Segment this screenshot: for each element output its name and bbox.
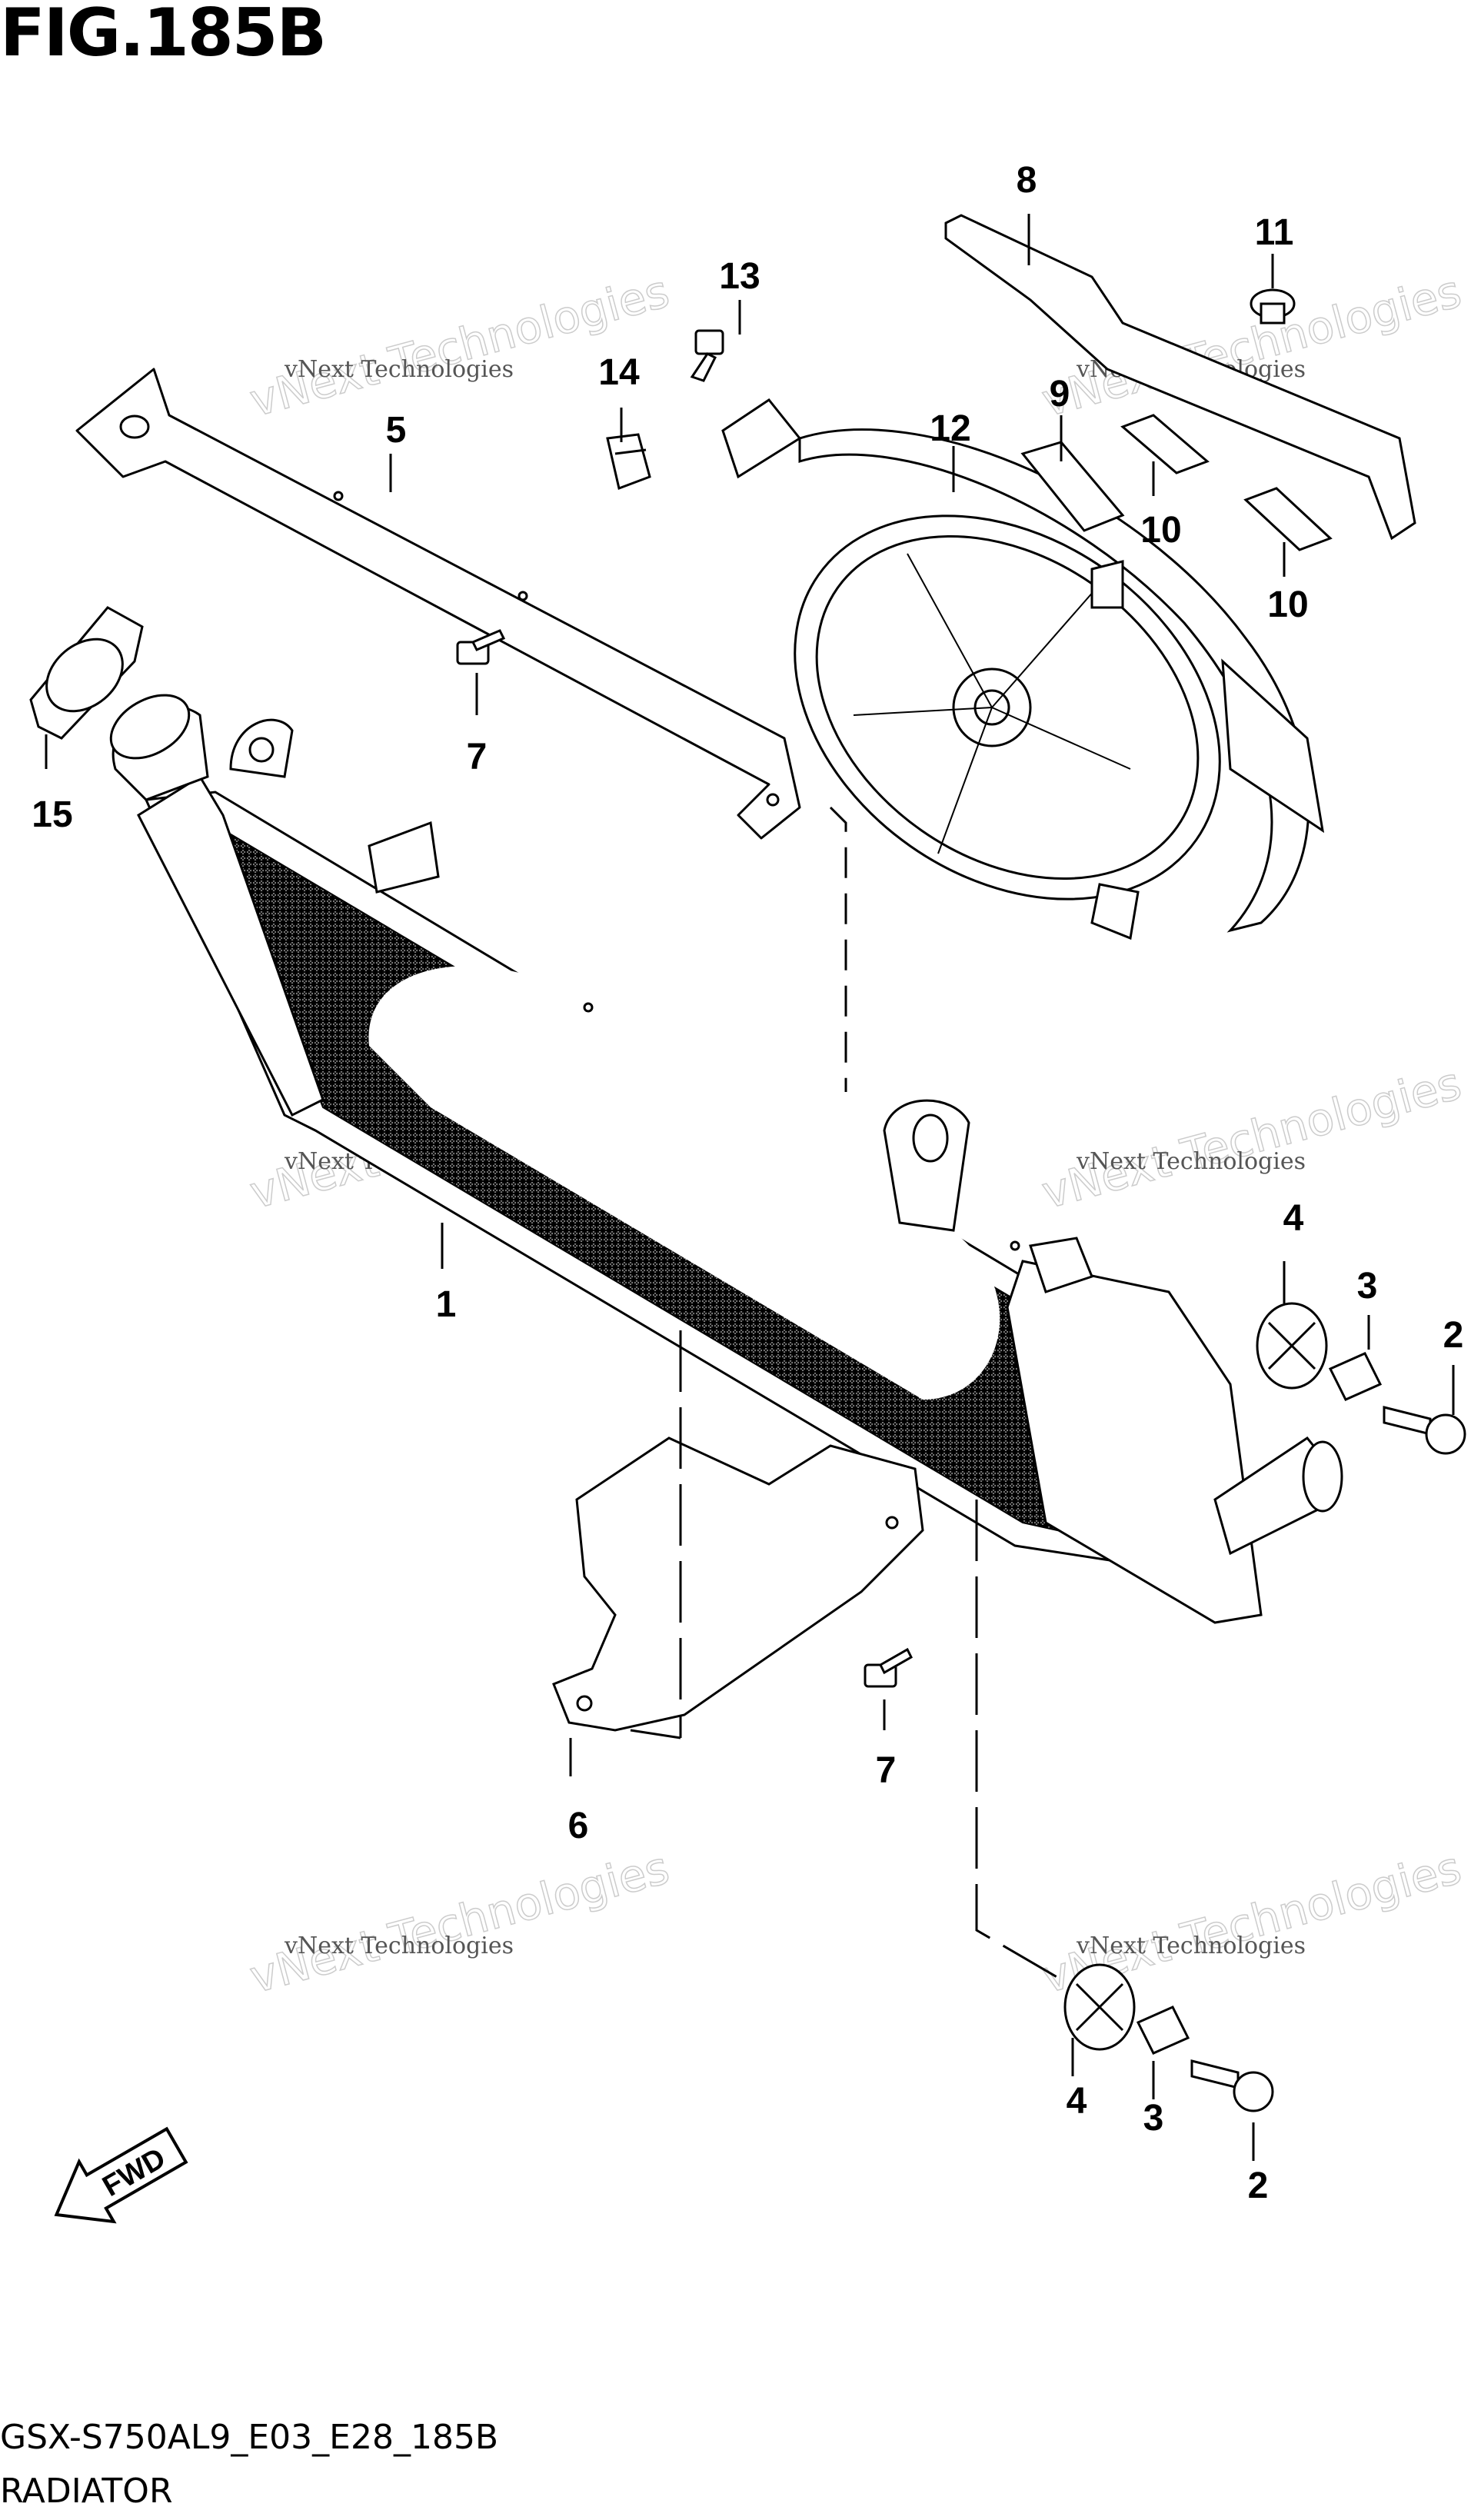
- radiator-core-part[interactable]: [100, 682, 1343, 1624]
- callout-2: 2: [1248, 2165, 1269, 2206]
- rubber-grommet-part[interactable]: [1256, 1302, 1328, 1390]
- callout-4: 4: [1283, 1198, 1304, 1239]
- cooling-fan-part[interactable]: [721, 398, 1325, 978]
- bolt-part[interactable]: [864, 1647, 913, 1688]
- callout-2: 2: [1443, 1315, 1464, 1356]
- radiator-cap-part[interactable]: [29, 606, 144, 740]
- callout-10: 10: [1140, 510, 1181, 551]
- callout-3: 3: [1357, 1266, 1378, 1307]
- collar-part[interactable]: [1136, 2006, 1190, 2055]
- bolt-part[interactable]: [1383, 1406, 1466, 1455]
- watermark-large: vNext Technologies: [245, 265, 674, 427]
- side-bracket-part[interactable]: [944, 214, 1416, 541]
- callout-12: 12: [930, 408, 970, 449]
- watermark: vNext Technologies vNext Technologies: [244, 1841, 674, 2004]
- fwd-arrow-icon: FWD: [54, 2126, 188, 2224]
- figure-title: FIG.185B: [0, 0, 327, 72]
- watermark-small: vNext Technologies: [1076, 1148, 1306, 1175]
- callout-1: 1: [436, 1284, 457, 1325]
- callout-5: 5: [386, 410, 407, 451]
- watermark: vNext Technologies vNext Technologies: [1036, 1057, 1466, 1220]
- watermark-large: vNext Technologies: [1037, 1057, 1466, 1219]
- leader-lines: [45, 214, 1455, 2161]
- callout-11: 11: [1255, 212, 1294, 253]
- callout-10: 10: [1267, 584, 1308, 625]
- callout-4: 4: [1067, 2081, 1087, 2122]
- callout-15: 15: [32, 794, 72, 835]
- callout-3: 3: [1143, 2098, 1164, 2139]
- callout-7: 7: [876, 1750, 897, 1791]
- cushion-pad-part[interactable]: [1120, 414, 1210, 474]
- watermark-small: vNext Technologies: [1076, 1932, 1306, 1959]
- clip-nut-part[interactable]: [606, 433, 651, 491]
- callout-8: 8: [1017, 160, 1037, 201]
- collar-part[interactable]: [1328, 1352, 1383, 1401]
- callout-7: 7: [467, 737, 488, 777]
- bolt-part[interactable]: [690, 329, 724, 382]
- model-code: GSX-S750AL9_E03_E28_185B: [0, 2418, 499, 2457]
- cushion-pad-part[interactable]: [1243, 487, 1333, 551]
- callout-14: 14: [598, 352, 640, 393]
- callout-13: 13: [719, 256, 760, 297]
- section-name: RADIATOR: [0, 2472, 173, 2511]
- callout-6: 6: [568, 1806, 589, 1846]
- lower-bracket-part[interactable]: [552, 1436, 924, 1732]
- watermark-large: vNext Technologies: [245, 1841, 674, 2003]
- watermark-small: vNext Technologies: [284, 356, 514, 383]
- bolt-part[interactable]: [456, 629, 506, 665]
- bolt-part[interactable]: [1190, 2059, 1274, 2112]
- rubber-grommet-part[interactable]: [1063, 1963, 1136, 2051]
- cushion-pad-part[interactable]: [1020, 441, 1125, 532]
- push-clip-part[interactable]: [1250, 288, 1296, 325]
- callout-9: 9: [1050, 374, 1070, 414]
- callout-labels: 1 2 2 3 3 4 4 5 6 7 7 8 9 10 10 11 12 13…: [32, 160, 1463, 2206]
- upper-bracket-part[interactable]: [75, 368, 801, 840]
- watermark-small: vNext Technologies: [284, 1932, 514, 1959]
